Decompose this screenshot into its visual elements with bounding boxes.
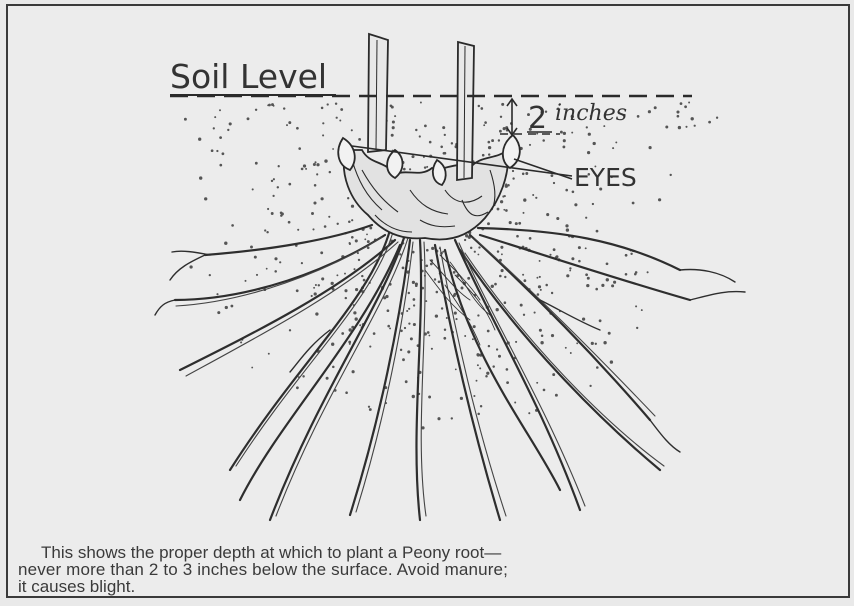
depth-number-label: 2	[528, 101, 547, 136]
peony-stems	[368, 34, 474, 180]
peony-roots	[155, 225, 745, 520]
eyes-label: EYES	[574, 163, 637, 192]
soil-stipple	[184, 102, 718, 430]
peony-planting-diagram: Soil Level 2 inches EYES	[0, 0, 854, 540]
caption: This shows the proper depth at which to …	[18, 544, 838, 595]
peony-crown	[338, 135, 520, 239]
depth-unit-label: inches	[555, 101, 627, 126]
caption-line-2: never more than 2 to 3 inches below the …	[18, 561, 838, 578]
caption-line-1: This shows the proper depth at which to …	[18, 544, 838, 561]
caption-line-3: it causes blight.	[18, 578, 838, 595]
soil-level-label: Soil Level	[170, 57, 327, 96]
